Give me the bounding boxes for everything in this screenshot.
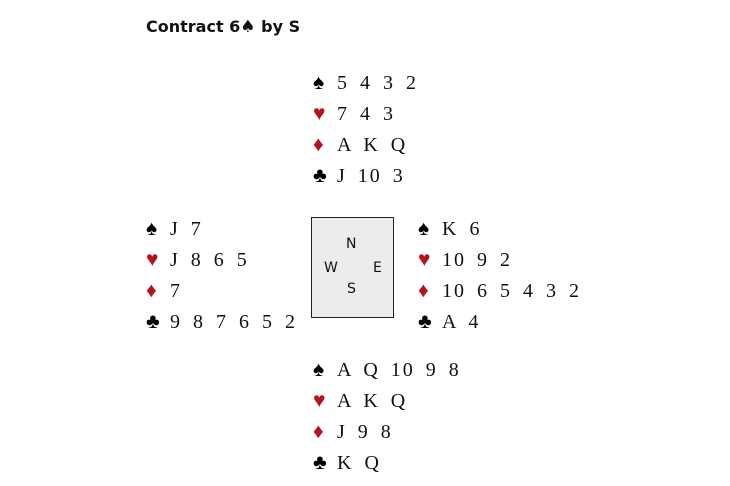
south-clubs: ♣ K Q	[313, 447, 461, 478]
east-diamonds: ♦ 10 6 5 4 3 2	[418, 275, 581, 306]
contract-label: Contract 6	[146, 17, 241, 36]
cards: A 4	[442, 311, 481, 333]
heart-icon: ♥	[313, 388, 326, 412]
south-hand: ♠ A Q 10 9 8 ♥ A K Q ♦ J 9 8 ♣ K Q	[313, 354, 461, 478]
spade-icon: ♠	[240, 17, 256, 37]
cards: A Q 10 9 8	[337, 359, 461, 381]
west-clubs: ♣ 9 8 7 6 5 2	[146, 306, 297, 337]
cards: J 9 8	[337, 421, 393, 443]
spade-icon: ♠	[146, 216, 158, 240]
heart-icon: ♥	[418, 247, 431, 271]
cards: J 10 3	[337, 165, 405, 187]
club-icon: ♣	[146, 309, 160, 333]
north-hand: ♠ 5 4 3 2 ♥ 7 4 3 ♦ A K Q ♣ J 10 3	[313, 67, 418, 191]
west-diamonds: ♦7	[146, 275, 297, 306]
diamond-icon: ♦	[418, 278, 429, 302]
cards: 10 9 2	[442, 249, 512, 271]
cards: J 7	[170, 218, 203, 240]
north-diamonds: ♦ A K Q	[313, 129, 418, 160]
compass-east: E	[373, 260, 382, 276]
south-hearts: ♥ A K Q	[313, 385, 461, 416]
compass-north: N	[346, 236, 357, 252]
cards: 9 8 7 6 5 2	[170, 311, 297, 333]
cards: 7 4 3	[337, 103, 395, 125]
north-clubs: ♣ J 10 3	[313, 160, 418, 191]
heart-icon: ♥	[146, 247, 159, 271]
club-icon: ♣	[313, 163, 327, 187]
north-spades: ♠ 5 4 3 2	[313, 67, 418, 98]
club-icon: ♣	[418, 309, 432, 333]
cards: A K Q	[337, 390, 408, 412]
diamond-icon: ♦	[146, 278, 157, 302]
spade-icon: ♠	[313, 357, 325, 381]
cards: 5 4 3 2	[337, 72, 418, 94]
compass-west: W	[324, 260, 338, 276]
diamond-icon: ♦	[313, 132, 324, 156]
east-hearts: ♥ 10 9 2	[418, 244, 581, 275]
south-spades: ♠ A Q 10 9 8	[313, 354, 461, 385]
west-hand: ♠J 7 ♥J 8 6 5 ♦7 ♣9 8 7 6 5 2	[146, 213, 297, 337]
cards: 7	[170, 280, 182, 302]
heart-icon: ♥	[313, 101, 326, 125]
west-spades: ♠ J 7	[146, 213, 297, 244]
declarer-label: by S	[255, 17, 301, 36]
club-icon: ♣	[313, 450, 327, 474]
spade-icon: ♠	[313, 70, 325, 94]
diamond-icon: ♦	[313, 419, 324, 443]
spade-icon: ♠	[418, 216, 430, 240]
east-hand: ♠ K 6 ♥ 10 9 2 ♦ 10 6 5 4 3 2 ♣ A 4	[418, 213, 581, 337]
compass-box: N W E S	[311, 217, 394, 318]
west-hearts: ♥ J 8 6 5	[146, 244, 297, 275]
compass-south: S	[347, 281, 356, 297]
cards: K Q	[337, 452, 381, 474]
east-clubs: ♣ A 4	[418, 306, 581, 337]
cards: A K Q	[337, 134, 408, 156]
contract-title: Contract 6♠ by S	[146, 17, 300, 37]
cards: 10 6 5 4 3 2	[442, 280, 581, 302]
north-hearts: ♥ 7 4 3	[313, 98, 418, 129]
cards: K 6	[442, 218, 482, 240]
south-diamonds: ♦ J 9 8	[313, 416, 461, 447]
east-spades: ♠ K 6	[418, 213, 581, 244]
cards: J 8 6 5	[170, 249, 249, 271]
